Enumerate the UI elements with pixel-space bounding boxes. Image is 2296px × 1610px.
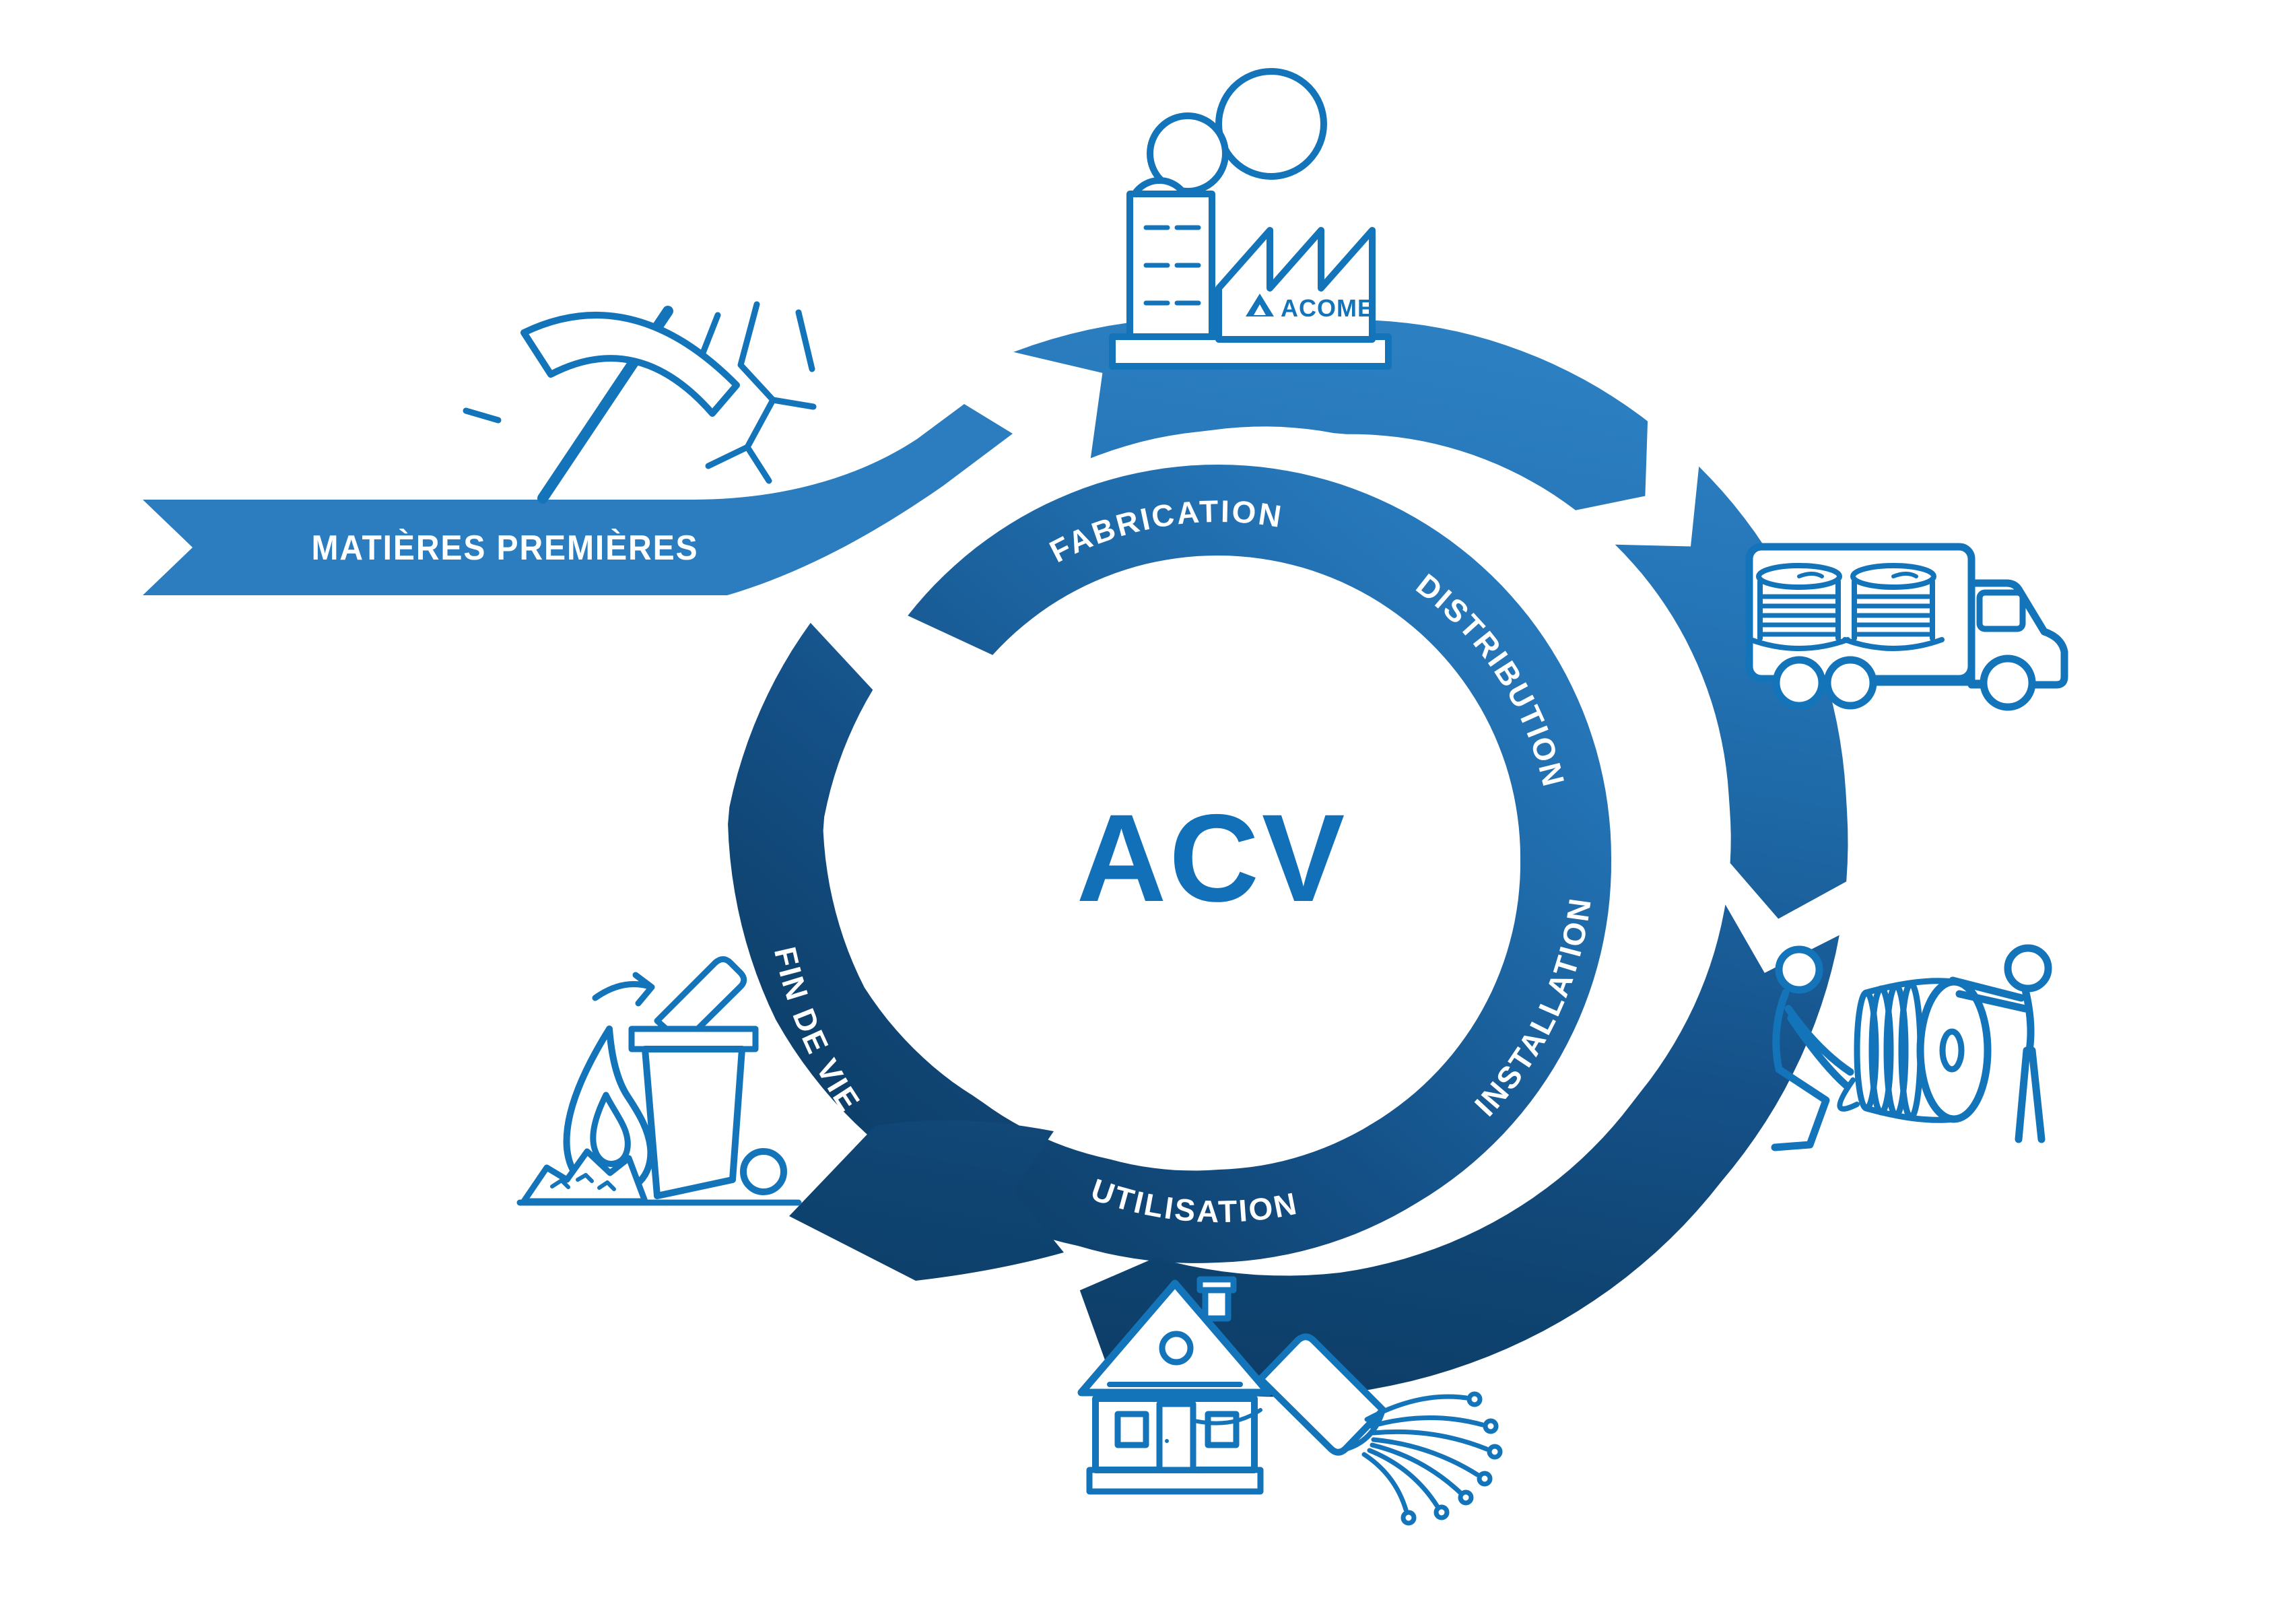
truck-wheel bbox=[1772, 656, 1826, 710]
house-icon bbox=[1077, 1276, 1273, 1495]
bin-wheel bbox=[740, 1148, 787, 1195]
fire-icon bbox=[516, 1026, 802, 1206]
rock-crack bbox=[737, 301, 776, 484]
cable-reel-installation-icon bbox=[1771, 944, 2052, 1151]
flame-inner bbox=[590, 1092, 631, 1167]
recycle-arrow-icon bbox=[592, 972, 655, 1007]
fiber-cable-icon bbox=[1257, 1333, 1503, 1526]
truck-wheel bbox=[1823, 656, 1877, 710]
factory-sawtooth-hall bbox=[1215, 227, 1376, 343]
trash-bin-icon bbox=[592, 956, 787, 1199]
truck-icon bbox=[1745, 543, 2068, 711]
end-of-life-exit-arrow bbox=[789, 1120, 1064, 1281]
bin-lid-open bbox=[654, 956, 747, 1047]
factory-windows bbox=[1143, 225, 1201, 306]
pickaxe-icon bbox=[463, 301, 817, 504]
house-door bbox=[1156, 1401, 1196, 1473]
bin-body bbox=[642, 1046, 745, 1199]
cable-spool-icon bbox=[1748, 563, 1850, 651]
house-window bbox=[1114, 1411, 1149, 1448]
standing-worker bbox=[1949, 944, 2052, 1143]
ring-segment-distribution bbox=[1615, 466, 1848, 919]
acome-logo-text: ACOME bbox=[1281, 294, 1374, 322]
chimney bbox=[1202, 1287, 1231, 1322]
raw-materials-ribbon: MATIÈRES PREMIÈRES bbox=[143, 404, 1013, 595]
kneeling-worker bbox=[1771, 945, 1854, 1151]
ribbon-label: MATIÈRES PREMIÈRES bbox=[312, 529, 699, 568]
center-title: ACV bbox=[1077, 789, 1348, 928]
factory-icon: ACOME bbox=[1109, 68, 1392, 370]
truck-window bbox=[1976, 589, 2026, 632]
cable-reel bbox=[1837, 978, 1992, 1123]
truck-wheel bbox=[1980, 655, 2036, 711]
attic-window bbox=[1159, 1331, 1194, 1366]
fiber-strands bbox=[1361, 1391, 1503, 1526]
acome-logo: ACOME bbox=[1246, 294, 1374, 322]
house-window bbox=[1205, 1411, 1240, 1448]
ribbon-shape bbox=[143, 404, 1013, 595]
cable-spool-icon bbox=[1842, 563, 1945, 651]
